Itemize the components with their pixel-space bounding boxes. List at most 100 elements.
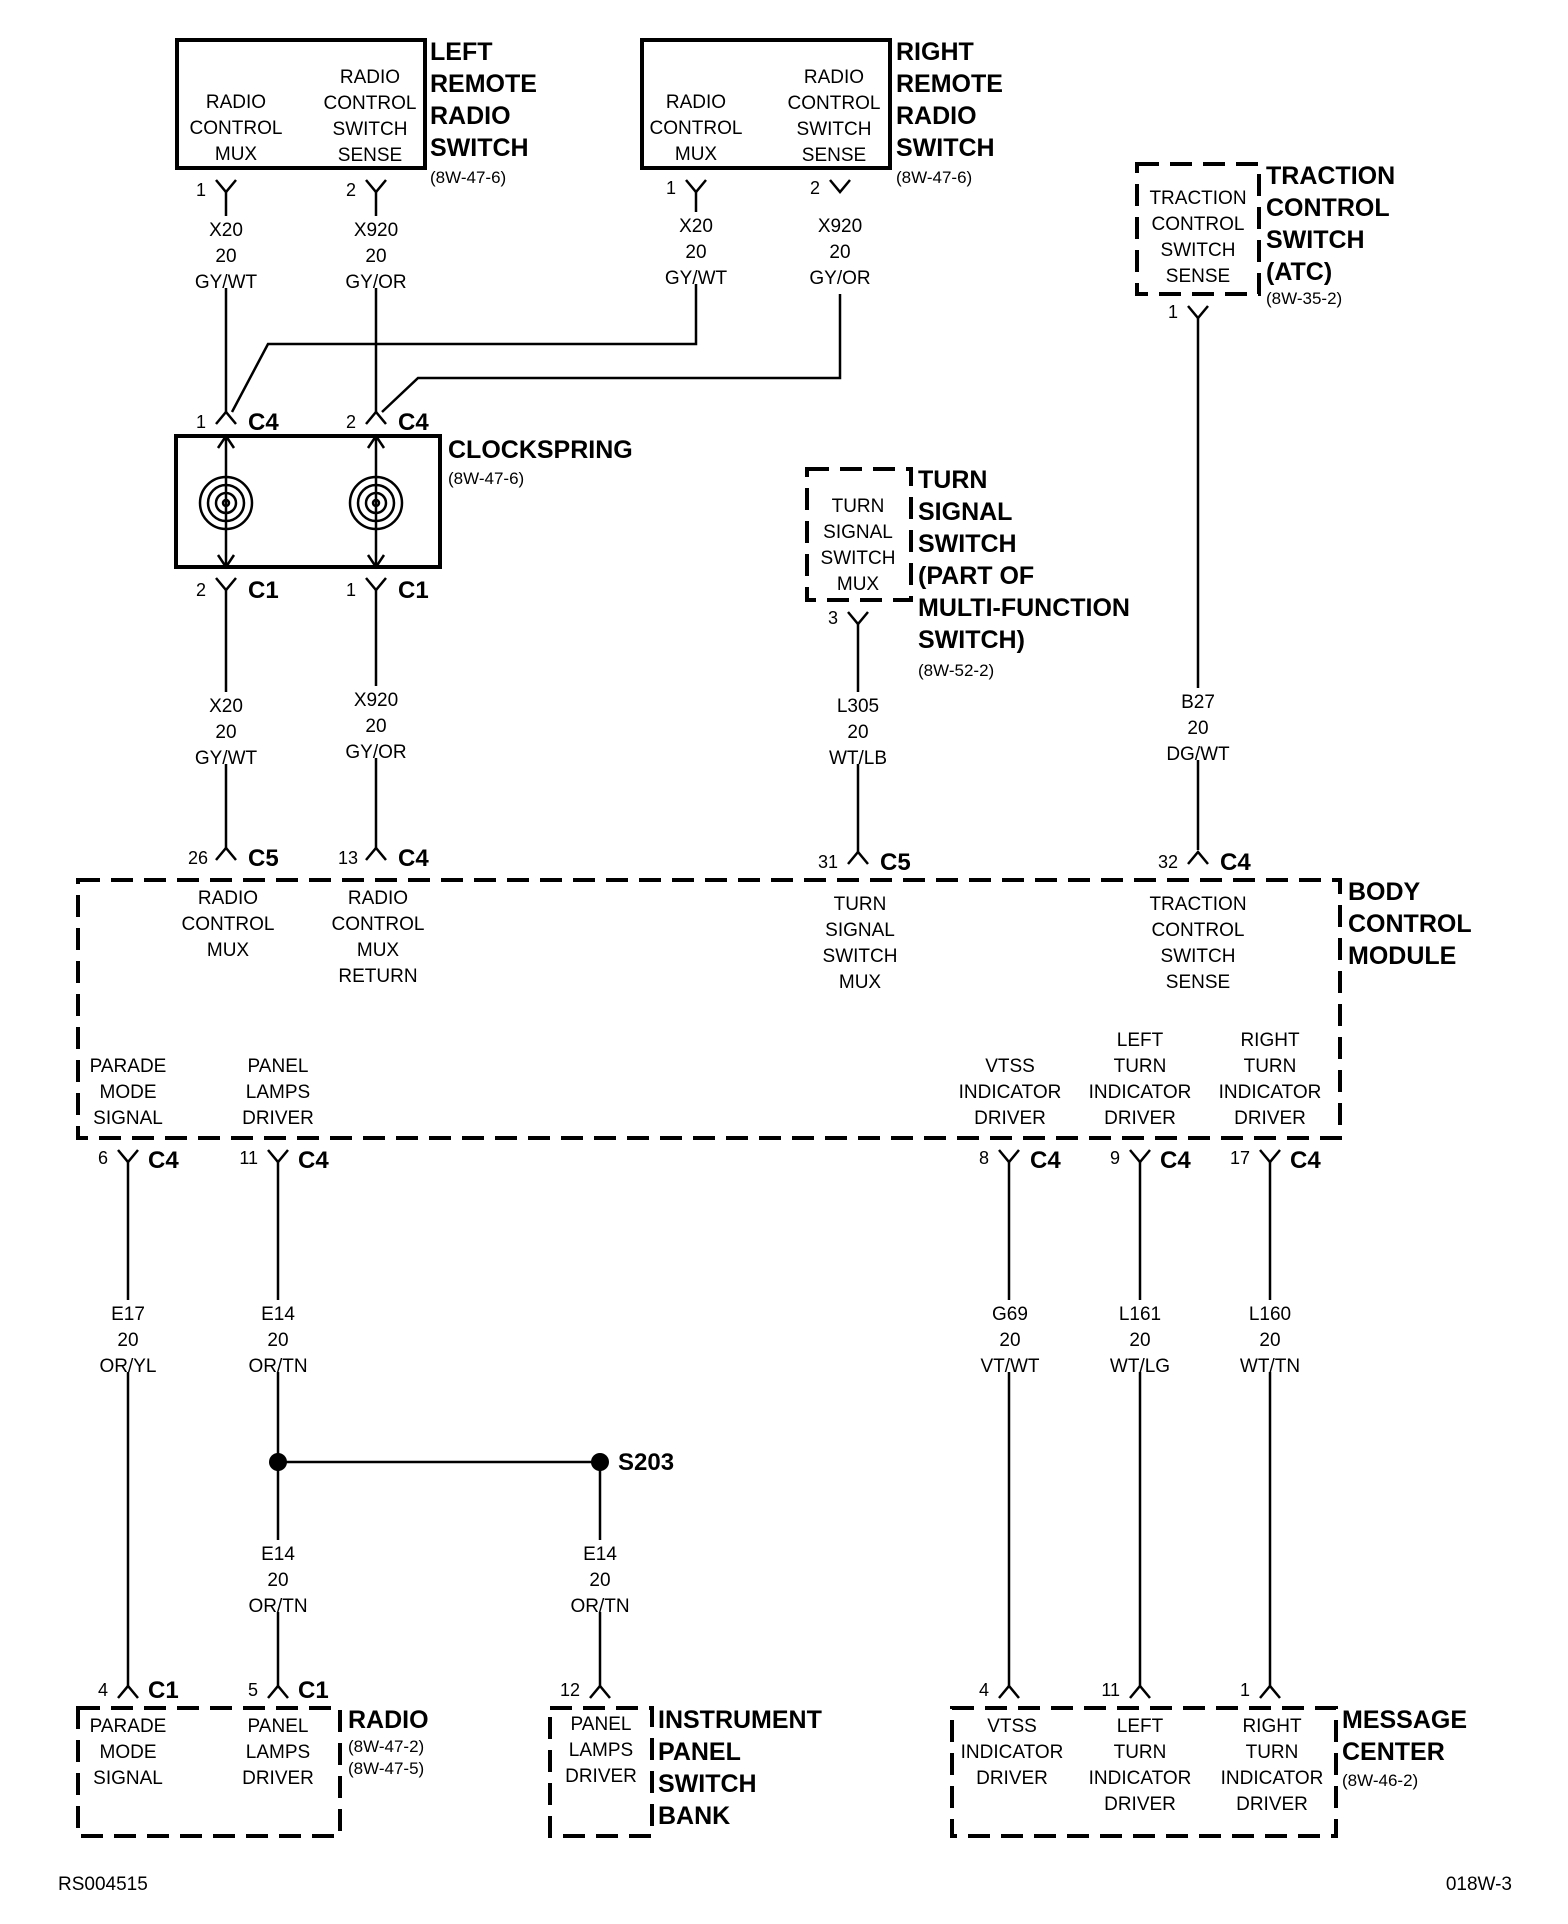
circuit-name: SWITCH <box>1161 240 1236 261</box>
component-title: SWITCH <box>918 530 1017 558</box>
wire-label: GY/WT <box>195 748 258 769</box>
circuit-name: INDICATOR <box>959 1082 1062 1103</box>
circuit-name: RIGHT <box>1242 1716 1302 1737</box>
circuit-name: TRACTION <box>1149 188 1246 209</box>
pin-number: 2 <box>196 580 206 600</box>
pin-number: 4 <box>98 1680 108 1700</box>
connector-id: C4 <box>148 1147 179 1174</box>
circuit-name: CONTROL <box>1152 920 1245 941</box>
circuit-name: PARADE <box>90 1056 167 1077</box>
clockspring-box <box>174 434 442 569</box>
pin-number: 1 <box>1168 302 1178 322</box>
wire-label: 20 <box>267 1570 288 1591</box>
circuit-name: LAMPS <box>569 1740 633 1761</box>
component-title: SWITCH <box>896 134 995 162</box>
figure-id: RS004515 <box>58 1874 148 1895</box>
wire-label-bg <box>1158 688 1238 760</box>
circuit-name: LAMPS <box>246 1742 310 1763</box>
instrument-panel-switch-bank-box <box>548 1706 654 1838</box>
circuit-name: PARADE <box>90 1716 167 1737</box>
component-title: (PART OF <box>918 562 1034 590</box>
circuit-name: TRACTION <box>1149 894 1246 915</box>
component-title: SWITCH <box>430 134 529 162</box>
component-title: TURN <box>918 466 987 494</box>
component-ref: (8W-35-2) <box>1266 289 1342 308</box>
turn-signal-switch-box <box>805 467 913 602</box>
circuit-name: CONTROL <box>650 118 743 139</box>
wire-label: G69 <box>992 1304 1028 1325</box>
circuit-name: SENSE <box>1166 972 1230 993</box>
pin-number: 2 <box>810 178 820 198</box>
component-title: SWITCH <box>1266 226 1365 254</box>
wire-label-bg <box>336 686 416 758</box>
circuit-name: SWITCH <box>821 548 896 569</box>
component-title: RADIO <box>430 102 511 130</box>
connector-id: C4 <box>298 1147 329 1174</box>
circuit-name: RADIO <box>340 67 400 88</box>
circuit-name: SWITCH <box>823 946 898 967</box>
right-remote-radio-switch-box <box>640 38 892 170</box>
left-remote-radio-switch-box <box>175 38 427 170</box>
wire-label: E14 <box>261 1544 295 1565</box>
circuit-name: SENSE <box>802 145 866 166</box>
circuit-name: SWITCH <box>797 119 872 140</box>
circuit-name: MUX <box>837 574 880 595</box>
component-title: TRACTION <box>1266 162 1395 190</box>
wire-rr-x920 <box>381 294 842 413</box>
circuit-name: RADIO <box>804 67 864 88</box>
component-title: RADIO <box>348 1706 429 1734</box>
wire-label: WT/TN <box>1240 1356 1300 1377</box>
component-title: MODULE <box>1348 942 1456 970</box>
pin-number: 1 <box>666 178 676 198</box>
circuit-name: DRIVER <box>242 1768 314 1789</box>
wire-label-bg <box>1230 1300 1310 1372</box>
pin-number: 12 <box>560 1680 580 1700</box>
diagram-text: LEFTREMOTERADIOSWITCH(8W-47-6)RIGHTREMOT… <box>58 38 1512 1895</box>
circuit-name: TURN <box>1246 1742 1299 1763</box>
pin-number: 1 <box>196 180 206 200</box>
component-title: (ATC) <box>1266 258 1332 286</box>
connector-id: C5 <box>880 849 911 876</box>
pin-number: 32 <box>1158 852 1178 872</box>
pin-number: 1 <box>346 580 356 600</box>
wire-label: L305 <box>837 696 879 717</box>
circuit-name: CONTROL <box>1152 214 1245 235</box>
wire-label: 20 <box>829 242 850 263</box>
splice-dot <box>269 1453 287 1471</box>
component-title: BANK <box>658 1802 730 1830</box>
pin-number: 8 <box>979 1148 989 1168</box>
clockspring-through-line <box>216 433 236 570</box>
circuit-name: CONTROL <box>332 914 425 935</box>
component-title: RADIO <box>896 102 977 130</box>
wire-label: OR/YL <box>99 1356 156 1377</box>
circuit-name: TURN <box>834 894 887 915</box>
circuit-name: LEFT <box>1117 1716 1164 1737</box>
circuit-name: PANEL <box>571 1714 632 1735</box>
connector-id: C1 <box>148 1677 179 1704</box>
circuit-name: DRIVER <box>1236 1794 1308 1815</box>
circuit-name: LAMPS <box>246 1082 310 1103</box>
circuit-name: INDICATOR <box>1089 1768 1192 1789</box>
component-title: CLOCKSPRING <box>448 436 633 464</box>
circuit-name: DRIVER <box>242 1108 314 1129</box>
circuit-name: CONTROL <box>788 93 881 114</box>
circuit-name: SWITCH <box>333 119 408 140</box>
splice-label: S203 <box>618 1449 674 1476</box>
circuit-name: MUX <box>839 972 882 993</box>
wire-label: X20 <box>209 696 243 717</box>
component-title: INSTRUMENT <box>658 1706 822 1734</box>
circuit-name: MODE <box>100 1742 157 1763</box>
circuit-name: SENSE <box>1166 266 1230 287</box>
pin-number: 6 <box>98 1148 108 1168</box>
circuit-name: INDICATOR <box>961 1742 1064 1763</box>
circuit-name: CONTROL <box>190 118 283 139</box>
wire-label-bg <box>238 1300 318 1372</box>
circuit-name: PANEL <box>248 1716 309 1737</box>
circuit-name: CONTROL <box>324 93 417 114</box>
connector-id: C4 <box>1030 1147 1061 1174</box>
circuit-name: RADIO <box>206 92 266 113</box>
circuit-name: DRIVER <box>976 1768 1048 1789</box>
wire-label: WT/LG <box>1110 1356 1170 1377</box>
